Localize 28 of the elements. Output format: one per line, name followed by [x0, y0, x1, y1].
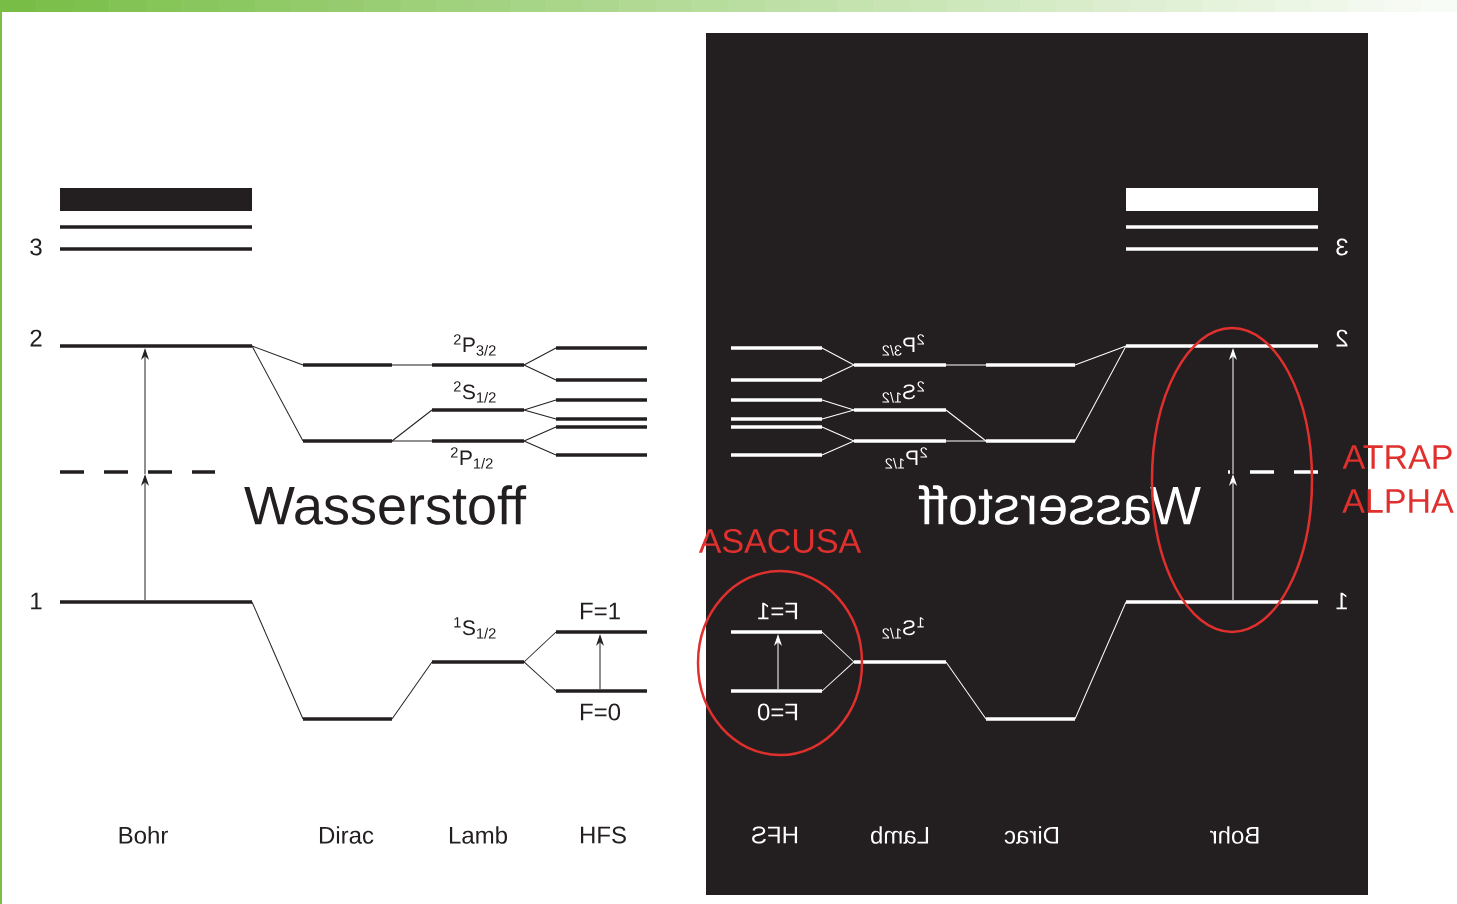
term-symbol: $_{2}$P$^{1/2}$ — [885, 447, 928, 469]
column-label: HFS — [581, 826, 626, 844]
column-label: Lamb — [449, 826, 507, 844]
level-number: 1 — [31, 592, 42, 610]
title-text: Wasserstoff — [918, 485, 1201, 525]
column-label: Bohr — [1210, 826, 1259, 844]
column-label: Bohr — [119, 826, 168, 844]
level-number: 3 — [30, 238, 42, 256]
column-label: Lamb — [871, 826, 929, 844]
level-number: 2 — [30, 329, 42, 347]
term-symbol: $_{2}$P$^{3/2}$ — [882, 334, 925, 356]
term-symbol: $^{2}$P$_{1/2}$ — [450, 447, 493, 469]
term-symbol: $_{2}$S$^{1/2}$ — [882, 381, 925, 403]
term-symbol: $_{1}$S$^{1/2}$ — [882, 617, 924, 639]
term-symbol: $^{1}$S$_{1/2}$ — [454, 617, 496, 639]
state-label: F=1 — [758, 602, 798, 620]
state-label: F=0 — [757, 703, 798, 721]
level-number: 2 — [1336, 329, 1348, 347]
column-label: HFS — [752, 826, 798, 844]
term-symbol: $^{2}$S$_{1/2}$ — [453, 381, 496, 403]
level-number: 3 — [1336, 238, 1348, 256]
column-label: Dirac — [1004, 826, 1059, 844]
level-number: 1 — [1336, 592, 1347, 610]
title-text: Wasserstoff — [244, 485, 527, 525]
state-label: F=1 — [580, 602, 620, 620]
column-label: Dirac — [320, 826, 374, 844]
state-label: F=0 — [580, 703, 621, 721]
term-symbol: $^{2}$P$_{3/2}$ — [453, 334, 496, 356]
